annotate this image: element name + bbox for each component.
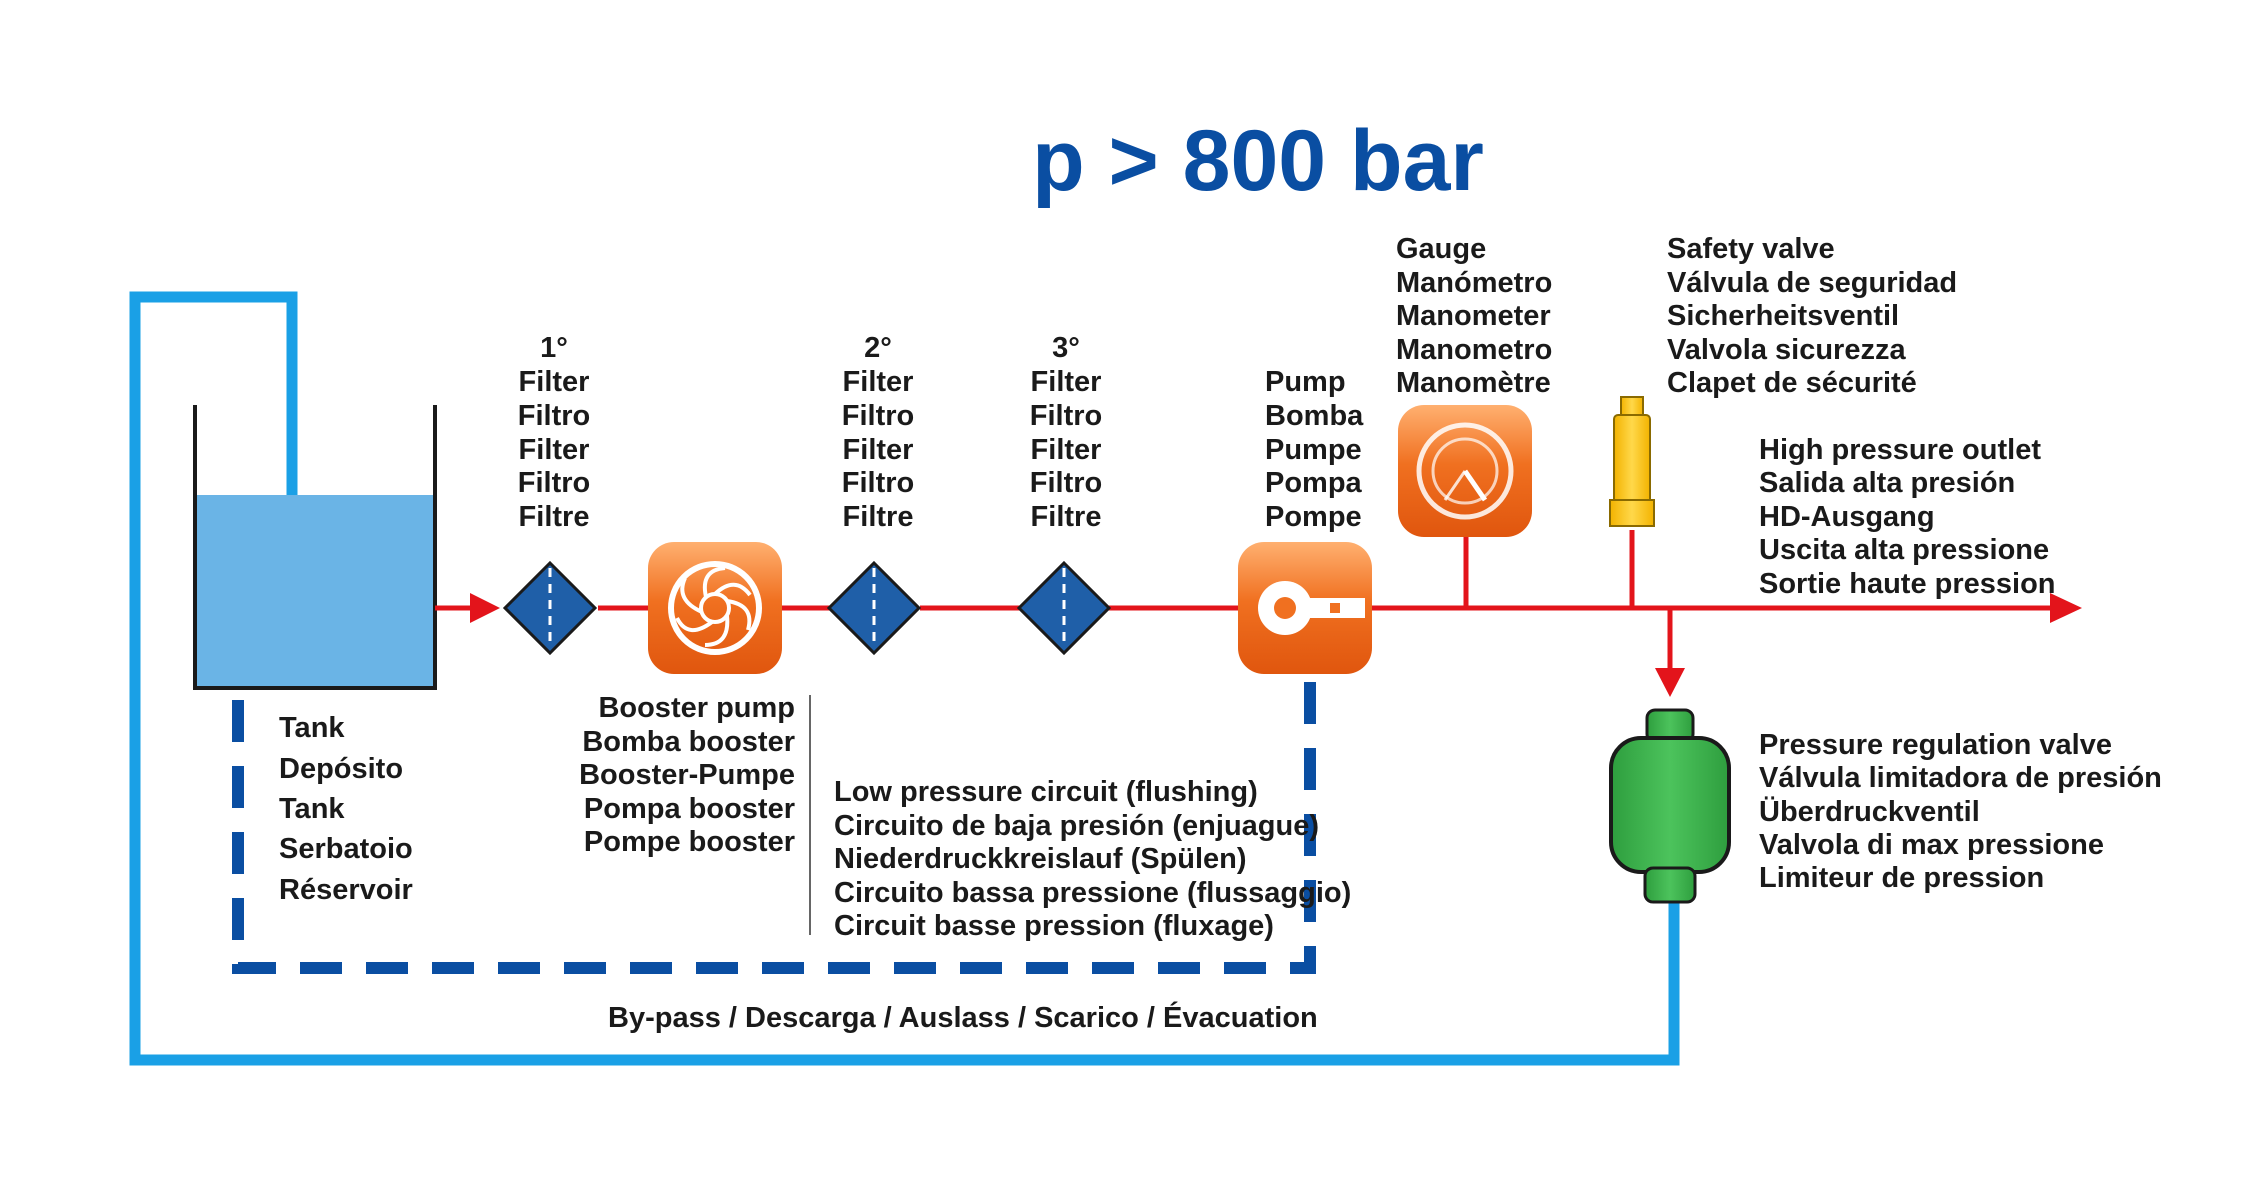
pump-icon [1238,542,1372,674]
pump-label-group: Pump Bomba Pumpe Pompa Pompe [1265,366,1364,533]
tank-label-de: Tank [279,793,345,825]
filter-1-label-en: Filter [519,366,590,398]
tank-label-en: Tank [279,712,345,744]
filter-1-number: 1° [540,332,568,364]
filter-3-number: 3° [1052,332,1080,364]
regulation-label-fr: Limiteur de pression [1759,862,2044,894]
gauge-label-es: Manómetro [1396,267,1552,299]
filter-1-label-de: Filter [519,434,590,466]
filter-3-label-group: 3° Filter Filtro Filter Filtro Filtre [1030,332,1103,533]
gauge-icon [1398,405,1532,537]
low-pressure-label-it: Circuito bassa pressione (flussaggio) [834,877,1351,909]
booster-label-de: Booster-Pumpe [579,759,795,791]
filter-2-label-group: 2° Filter Filtro Filter Filtro Filtre [842,332,915,533]
return-line [129,291,1680,1066]
tank [193,405,437,690]
low-pressure-label-en: Low pressure circuit (flushing) [834,776,1258,808]
filter-3-label-it: Filtro [1030,467,1103,499]
filter-3-label-es: Filtro [1030,400,1103,432]
inlet-arrow-icon [470,593,500,623]
filter-1-icon [502,560,598,656]
pump-label-es: Bomba [1265,400,1364,432]
filter-1-label-group: 1° Filter Filtro Filter Filtro Filtre [518,332,591,533]
pump-label-it: Pompa [1265,467,1363,499]
regulation-label-de: Überdruckventil [1759,795,1980,828]
gauge-label-group: Gauge Manómetro Manometer Manometro Mano… [1396,233,1552,399]
filter-2-label-es: Filtro [842,400,915,432]
safety-valve-icon [1609,396,1655,527]
safety-label-en: Safety valve [1667,233,1835,265]
filter-2-label-en: Filter [843,366,914,398]
low-pressure-bypass-line [232,672,1316,974]
regulation-valve-icon [1609,708,1731,904]
outlet-arrow-icon [2050,593,2082,623]
low-pressure-label-fr: Circuit basse pression (fluxage) [834,910,1274,942]
outlet-label-es: Salida alta presión [1759,467,2015,499]
filter-3-label-en: Filter [1031,366,1102,398]
safety-label-es: Válvula de seguridad [1667,267,1957,299]
outlet-label-it: Uscita alta pressione [1759,534,2049,566]
outlet-label-fr: Sortie haute pression [1759,568,2056,600]
tank-label-es: Depósito [279,753,403,785]
filter-3-icon [1016,560,1112,656]
safety-label-fr: Clapet de sécurité [1667,367,1917,399]
regulation-arrow-icon [1655,668,1685,697]
main-flow-line [435,530,2050,668]
booster-label-fr: Pompe booster [584,826,795,858]
regulation-label-es: Válvula limitadora de presión [1759,762,2162,794]
outlet-label-de: HD-Ausgang [1759,501,1935,533]
booster-pump-icon [648,542,782,674]
tank-label-it: Serbatoio [279,833,413,865]
filter-1-label-it: Filtro [518,467,591,499]
pressure-title: p > 800 bar [1032,113,1484,209]
low-pressure-label-de: Niederdruckkreislauf (Spülen) [834,843,1247,875]
regulation-label-en: Pressure regulation valve [1759,729,2112,761]
low-pressure-label-es: Circuito de baja presión (enjuague) [834,810,1319,842]
gauge-label-en: Gauge [1396,233,1486,265]
regulation-label-it: Valvola di max pressione [1759,829,2104,861]
filter-2-icon [826,560,922,656]
tank-label-fr: Réservoir [279,874,413,906]
booster-label-it: Pompa booster [584,793,795,825]
outlet-label-group: High pressure outlet Salida alta presión… [1759,434,2056,600]
bypass-label: By-pass / Descarga / Auslass / Scarico /… [608,1000,1318,1034]
booster-label-es: Bomba booster [582,726,795,758]
safety-label-it: Valvola sicurezza [1667,334,1906,366]
booster-pump-label-group: Booster pump Bomba booster Booster-Pumpe… [579,692,795,858]
tank-water [195,495,435,687]
outlet-label-en: High pressure outlet [1759,434,2041,466]
booster-label-en: Booster pump [598,692,795,724]
filter-1-label-es: Filtro [518,400,591,432]
pump-label-de: Pumpe [1265,434,1362,466]
pump-label-en: Pump [1265,366,1346,398]
tank-label-group: Tank Depósito Tank Serbatoio Réservoir [279,712,413,906]
filter-2-label-fr: Filtre [843,501,914,533]
filter-3-label-fr: Filtre [1031,501,1102,533]
gauge-label-fr: Manomètre [1396,367,1551,399]
filter-2-number: 2° [864,332,892,364]
filter-2-label-it: Filtro [842,467,915,499]
filter-3-label-de: Filter [1031,434,1102,466]
low-pressure-label-group: Low pressure circuit (flushing) Circuito… [834,776,1351,942]
regulation-valve-label-group: Pressure regulation valve Válvula limita… [1759,729,2162,894]
gauge-label-de: Manometer [1396,300,1551,332]
tank-walls [193,405,437,690]
gauge-label-it: Manometro [1396,334,1552,366]
pump-label-fr: Pompe [1265,501,1362,533]
filter-1-label-fr: Filtre [519,501,590,533]
safety-label-de: Sicherheitsventil [1667,300,1899,332]
filter-2-label-de: Filter [843,434,914,466]
safety-valve-label-group: Safety valve Válvula de seguridad Sicher… [1667,233,1957,399]
